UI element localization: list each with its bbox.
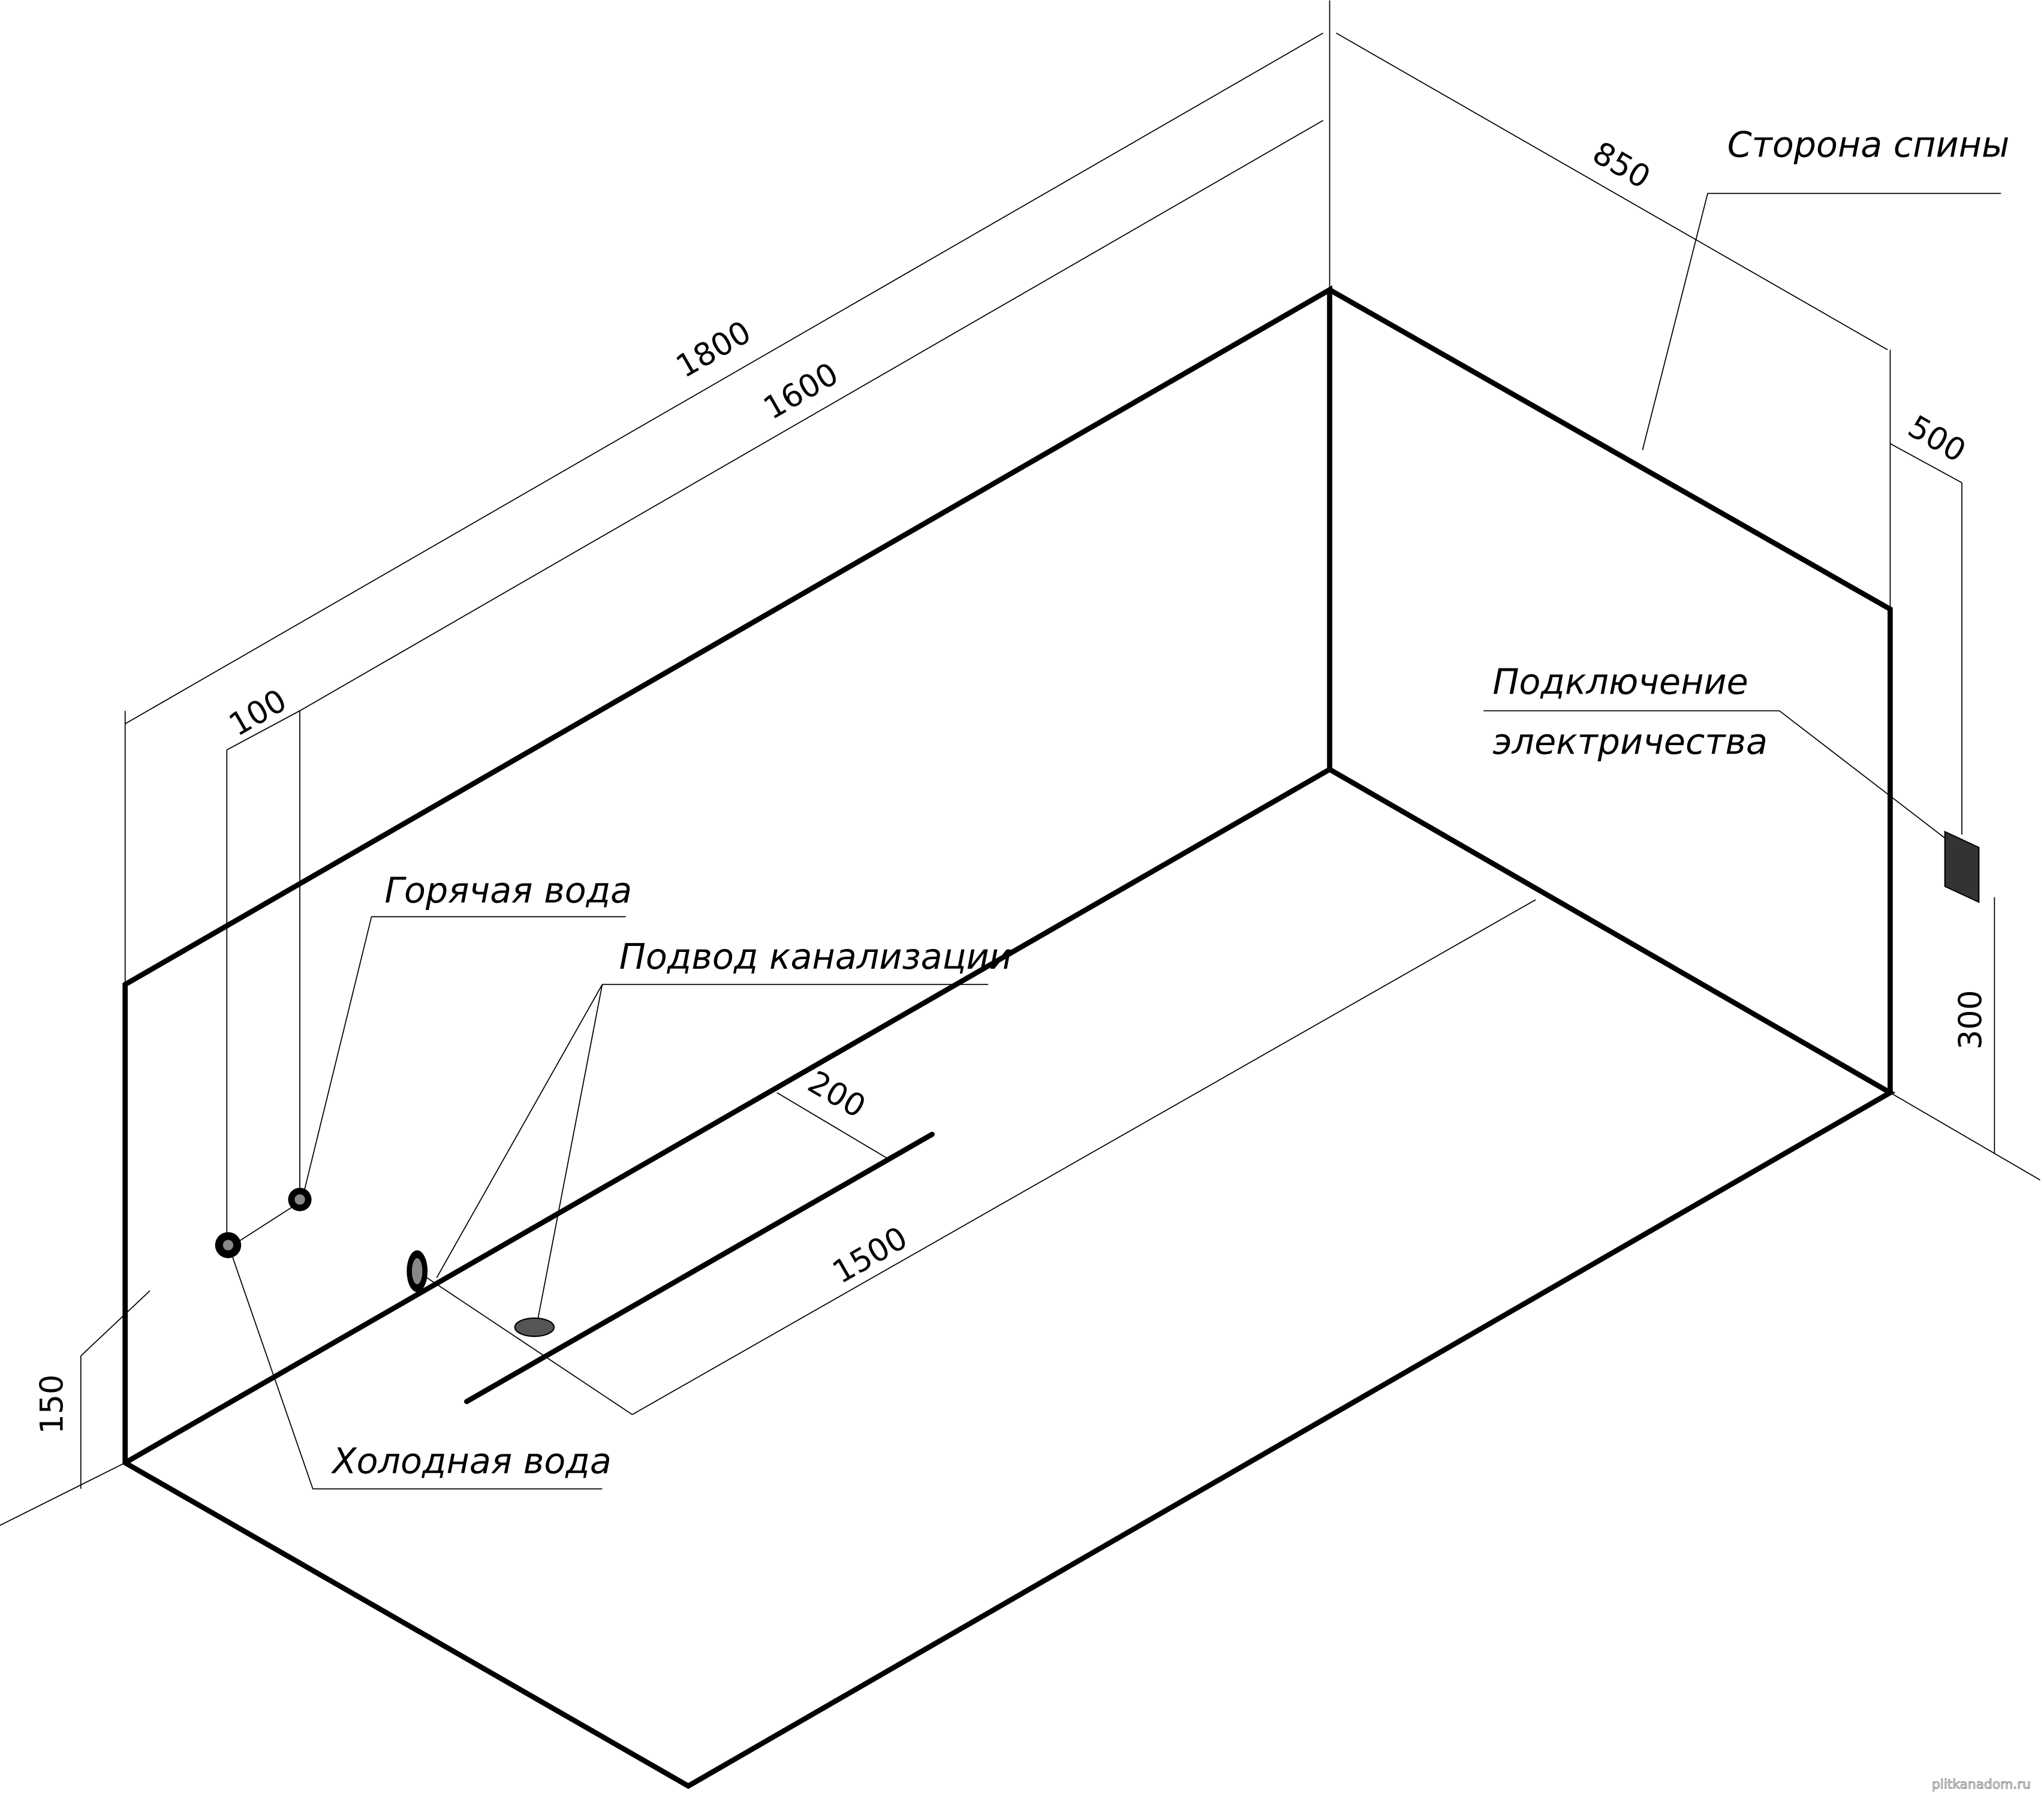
label-electric-2: электричества: [1492, 721, 1768, 762]
dim-electric-height: 300: [1953, 990, 1989, 1050]
drain-channel: [463, 1131, 935, 1405]
label-drain: Подвод канализации: [619, 936, 1012, 977]
front-wall-edge: [122, 285, 1332, 1466]
tub-outline: [122, 285, 1896, 1789]
electric-socket-icon: [1944, 830, 1980, 903]
floor-drain-icon: [514, 1317, 555, 1337]
label-hot-water: Горячая вода: [384, 870, 632, 911]
leader-lines: [231, 192, 2001, 1490]
dim-total-length: 1800: [670, 314, 757, 385]
dim-inner-length: 1600: [758, 356, 845, 427]
dim-width: 850: [1587, 135, 1656, 196]
watermark: plitkanadom.ru: [1932, 1777, 2031, 1792]
dim-drain-length: 1500: [827, 1220, 914, 1291]
dim-water-height: 150: [34, 1375, 70, 1435]
dim-electric-offset: 500: [1902, 409, 1971, 470]
dimension-lines: [0, 0, 2040, 1526]
label-back-side: Сторона спины: [1727, 125, 2010, 165]
dim-drain-offset: 200: [802, 1064, 871, 1125]
dim-pipe-spacing: 100: [223, 683, 293, 744]
label-cold-water: Холодная вода: [330, 1441, 611, 1482]
label-electric-1: Подключение: [1492, 661, 1748, 702]
floor-outline: [122, 766, 1896, 1789]
